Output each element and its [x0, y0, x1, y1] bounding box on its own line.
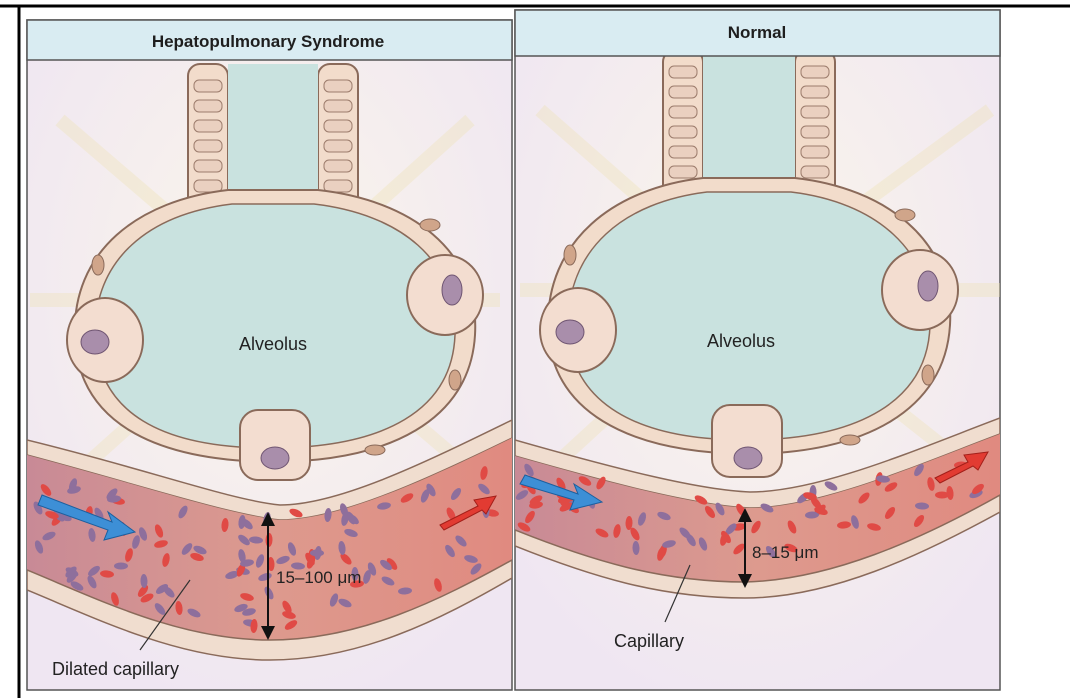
type-ii-cell	[67, 298, 143, 382]
type-ii-cell	[882, 250, 958, 330]
measurement-label: 8–15 μm	[752, 543, 819, 562]
panel-title: Hepatopulmonary Syndrome	[152, 32, 384, 51]
panel-title: Normal	[728, 23, 787, 42]
type-ii-cell	[540, 288, 616, 372]
type-ii-cell	[407, 255, 483, 335]
type-ii-cell	[712, 405, 782, 477]
blood-cell	[114, 563, 128, 570]
vessel-label: Capillary	[614, 631, 684, 651]
type-ii-cell	[240, 410, 310, 480]
panel-hepatopulmonary: Alveolus 15–100 μm	[27, 20, 512, 690]
alveolus-label: Alveolus	[707, 331, 775, 351]
panel-normal: Alveolus 8–15 μm Capillary	[514, 10, 1000, 690]
measurement-label: 15–100 μm	[276, 568, 361, 587]
alveolus-label: Alveolus	[239, 334, 307, 354]
vessel-label: Dilated capillary	[52, 659, 179, 679]
